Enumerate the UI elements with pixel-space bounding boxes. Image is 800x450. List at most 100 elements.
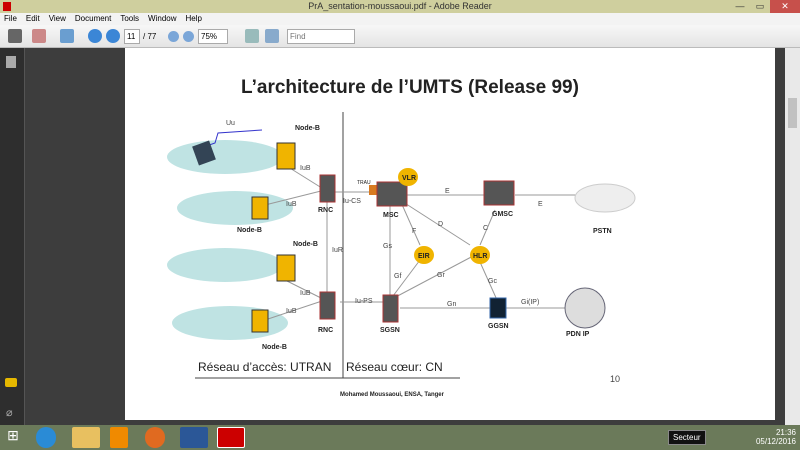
menu-file[interactable]: File: [4, 14, 17, 23]
fit-width-icon[interactable]: [245, 29, 259, 43]
mobile-phone-icon: [192, 140, 216, 166]
comment-icon[interactable]: [5, 378, 17, 387]
menu-window[interactable]: Window: [148, 14, 177, 23]
taskbar-adobe-reader[interactable]: [217, 427, 245, 448]
node-label: RNC: [318, 207, 333, 214]
menu-help[interactable]: Help: [185, 14, 202, 23]
slide-footer: Mohamed Moussaoui, ENSA, Tanger: [340, 392, 445, 398]
next-page-icon[interactable]: [106, 29, 120, 43]
link-label: IuB: [300, 165, 311, 172]
taskbar-firefox[interactable]: [145, 427, 165, 448]
cells: [167, 140, 293, 340]
slide-title: L’architecture de l’UMTS (Release 99): [241, 77, 579, 98]
page-number-input[interactable]: [124, 29, 140, 44]
system-tray: 21:36 05/12/2016: [756, 428, 796, 446]
zoom-out-icon[interactable]: [168, 31, 179, 42]
gmsc-icon: [483, 180, 515, 206]
start-button[interactable]: ⊞: [7, 427, 19, 443]
eir-icon: [414, 246, 434, 264]
link-label: Gn: [447, 301, 456, 308]
equipment: [192, 140, 636, 333]
access-network-label: Réseau d’accès: UTRAN: [198, 360, 331, 374]
link-label: IuB: [300, 290, 311, 297]
node-b-icon: [276, 254, 296, 282]
node-label: SGSN: [380, 327, 400, 334]
clock-time[interactable]: 21:36: [775, 428, 796, 437]
hlr-icon: [470, 246, 490, 264]
rnc-icon: [319, 174, 336, 203]
pstn-cloud-icon: [574, 183, 636, 213]
node-label: HLR: [473, 253, 487, 260]
menu-view[interactable]: View: [48, 14, 66, 23]
taskbar-vlc[interactable]: [110, 427, 128, 448]
link-label: F: [412, 228, 416, 235]
node-label: PDN IP: [566, 331, 590, 338]
window-title: PrA_sentation-moussaoui.pdf - Adobe Read…: [308, 1, 492, 11]
node-label: GMSC: [492, 211, 513, 218]
link-label: Iu-CS: [343, 198, 361, 205]
minimize-button[interactable]: —: [735, 1, 745, 11]
taskbar-word[interactable]: [180, 427, 208, 448]
pdf-page: L’architecture de l’UMTS (Release 99) No…: [125, 48, 775, 420]
rnc-icon: [319, 291, 336, 320]
menu-document[interactable]: Document: [74, 14, 112, 23]
link-label: E: [445, 188, 450, 195]
ggsn-icon: [489, 297, 507, 319]
fit-page-icon[interactable]: [265, 29, 279, 43]
node-label: TRAU: [357, 180, 371, 186]
link-label: IuB: [286, 201, 297, 208]
find-input[interactable]: [287, 29, 355, 44]
link-label: E: [538, 201, 543, 208]
pages-icon[interactable]: [6, 56, 16, 68]
page-total: / 77: [143, 32, 157, 41]
node-label: RNC: [318, 327, 333, 334]
close-button[interactable]: ✕: [770, 0, 800, 13]
sgsn-icon: [382, 294, 399, 323]
msc-icon: [376, 181, 408, 207]
node-label: GGSN: [488, 323, 509, 330]
vertical-scrollbar[interactable]: [785, 48, 800, 425]
title-bar: PrA_sentation-moussaoui.pdf - Adobe Read…: [0, 0, 800, 13]
node-label: VLR: [402, 175, 416, 182]
zoom-select[interactable]: [198, 29, 228, 44]
link-label: Gi(IP): [521, 299, 539, 306]
menu-edit[interactable]: Edit: [25, 14, 40, 23]
slide-page-number: 10: [610, 374, 620, 384]
zoom-in-icon[interactable]: [183, 31, 194, 42]
link-label: Gf: [394, 273, 401, 280]
share-icon[interactable]: [60, 29, 74, 43]
node-b-icon: [251, 309, 269, 333]
links: [194, 129, 580, 321]
node-label: EIR: [418, 253, 430, 260]
vlr-icon: [398, 168, 418, 186]
link-label: Gr: [437, 272, 445, 279]
previous-page-icon[interactable]: [88, 29, 102, 43]
taskbar: ⊞ 21:36 05/12/2016: [0, 425, 800, 450]
link-label: Iu-PS: [355, 298, 373, 305]
umts-architecture-diagram: L’architecture de l’UMTS (Release 99) No…: [167, 77, 636, 398]
node-b-icon: [251, 196, 269, 220]
menu-tools[interactable]: Tools: [120, 14, 140, 23]
taskbar-ie[interactable]: [36, 427, 56, 448]
scrollbar-thumb[interactable]: [788, 98, 797, 128]
toolbar: / 77: [0, 25, 800, 48]
clock-date[interactable]: 05/12/2016: [755, 437, 796, 446]
trau-icon: [369, 185, 377, 195]
node-label: Node-B: [295, 125, 320, 132]
print-icon[interactable]: [8, 29, 22, 43]
link-label: IuR: [332, 247, 343, 254]
core-network-label: Réseau cœur: CN: [346, 360, 443, 374]
create-pdf-icon[interactable]: [32, 29, 46, 43]
maximize-button[interactable]: ▭: [755, 1, 765, 11]
power-tooltip: Secteur: [668, 430, 706, 445]
pdn-globe-icon: [564, 287, 606, 329]
link-label: Gs: [383, 243, 392, 250]
menu-bar: File Edit View Document Tools Window Hel…: [0, 13, 800, 25]
link-label: D: [438, 221, 443, 228]
taskbar-explorer[interactable]: [72, 427, 100, 448]
attachment-icon[interactable]: ⌀: [6, 407, 13, 419]
link-label: Gc: [488, 278, 497, 285]
navigation-pane: ⌀: [0, 48, 25, 425]
node-label: Node-B: [237, 227, 262, 234]
node-label: MSC: [383, 212, 399, 219]
